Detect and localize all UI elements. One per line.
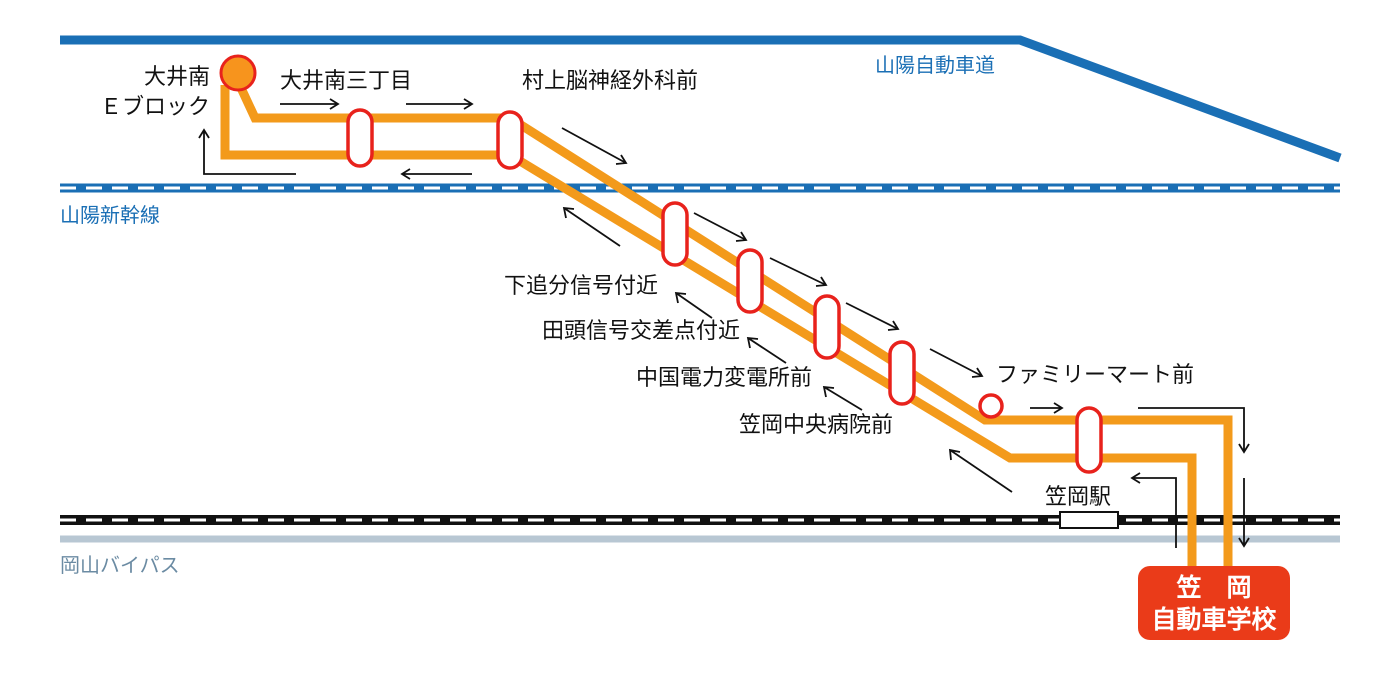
stop-marker-near-school[interactable] bbox=[1075, 406, 1103, 474]
origin-marker[interactable] bbox=[219, 54, 257, 92]
stop-marker-tagashira[interactable] bbox=[736, 248, 764, 314]
station-label: 笠岡駅 bbox=[1045, 485, 1111, 510]
shinkansen-label: 山陽新幹線 bbox=[60, 203, 160, 227]
direction-arrows-outbound bbox=[280, 98, 1250, 548]
stop-label-chugoku-electric: 中国電力変電所前 bbox=[636, 366, 812, 391]
stop-marker-familymart[interactable] bbox=[978, 393, 1004, 419]
bypass-label: 岡山バイパス bbox=[60, 553, 180, 577]
destination-label-line2: 自動車学校 bbox=[1151, 605, 1277, 634]
origin-label-line2: Ｅブロック bbox=[100, 95, 210, 120]
stop-label-kasaoka-hospital: 笠岡中央病院前 bbox=[739, 413, 893, 438]
stop-label-familymart: ファミリーマート前 bbox=[996, 363, 1194, 388]
stop-marker-murakami-clinic[interactable] bbox=[496, 110, 524, 170]
stop-marker-chugoku-electric[interactable] bbox=[813, 294, 841, 360]
stop-label-murakami-clinic: 村上脳神経外科前 bbox=[522, 69, 698, 94]
expressway-label: 山陽自動車道 bbox=[875, 53, 995, 77]
station-marker bbox=[1059, 511, 1119, 529]
stop-marker-oi-minami-3chome[interactable] bbox=[346, 108, 374, 168]
destination-box[interactable] bbox=[1138, 566, 1290, 640]
origin-label-line1: 大井南 bbox=[144, 65, 210, 90]
direction-arrows-return bbox=[198, 128, 1177, 548]
stop-marker-kasaoka-hospital[interactable] bbox=[888, 340, 916, 406]
destination-label-line1: 笠 岡 bbox=[1176, 573, 1251, 602]
stop-label-oi-minami-3chome: 大井南三丁目 bbox=[280, 69, 412, 94]
expressway-line bbox=[60, 35, 1342, 163]
stop-marker-shimo-oiwake[interactable] bbox=[661, 201, 689, 267]
stop-label-shimo-oiwake: 下追分信号付近 bbox=[504, 274, 658, 299]
stop-label-tagashira: 田頭信号交差点付近 bbox=[542, 319, 740, 344]
